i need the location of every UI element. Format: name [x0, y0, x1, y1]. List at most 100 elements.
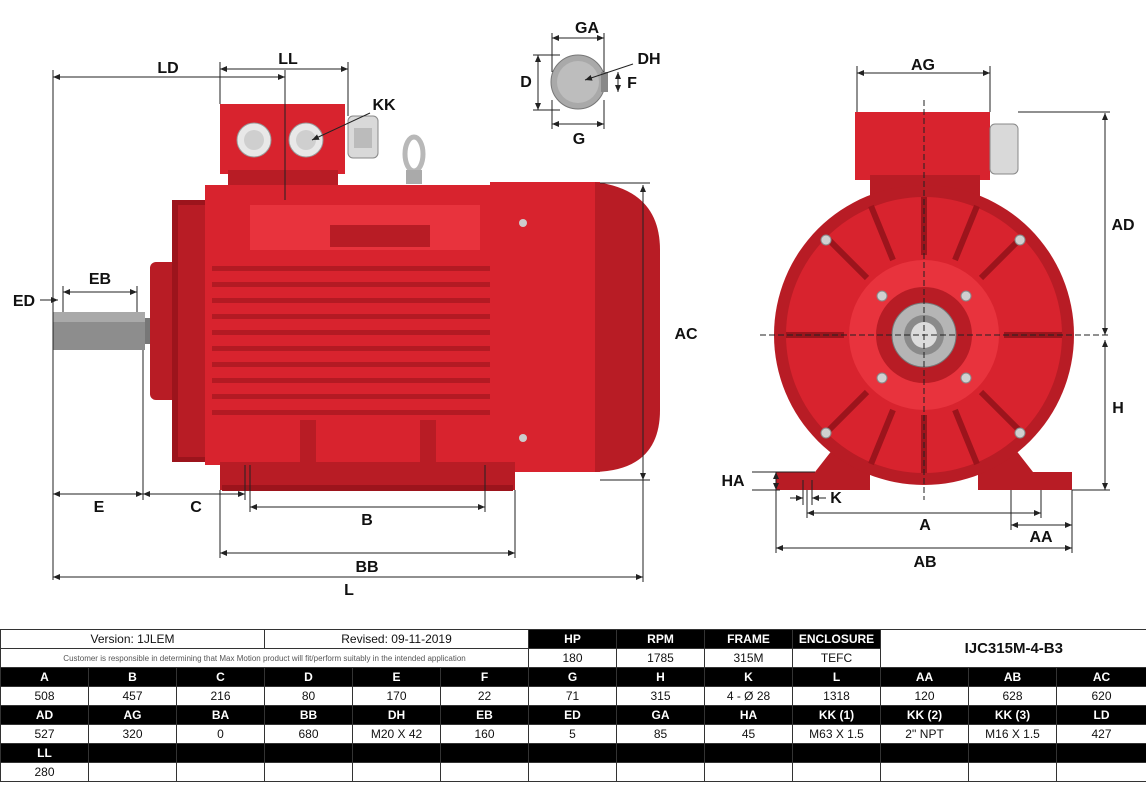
model-number: IJC315M-4-B3	[880, 629, 1146, 668]
label-b: B	[361, 512, 373, 529]
spec-value-cell: 427	[1056, 724, 1146, 744]
spec-value-cell	[528, 762, 618, 782]
spec-value-cell: 4 - Ø 28	[704, 686, 794, 706]
spec-value-cell: 85	[616, 724, 706, 744]
spec-header-cell: GA	[616, 705, 706, 725]
label-ag: AG	[911, 57, 935, 74]
spec-value-cell: 80	[264, 686, 354, 706]
spec-value-cell	[175, 762, 266, 782]
spec-header-cell: ED	[528, 705, 618, 725]
version-cell: Version: 1JLEM	[0, 629, 266, 649]
spec-header-cell	[528, 743, 618, 763]
label-bb: BB	[355, 559, 378, 576]
spec-header-cell: B	[88, 667, 177, 687]
spec-value-cell: 1318	[792, 686, 882, 706]
spec-header-cell: AA	[880, 667, 970, 687]
spec-value-cell: 170	[352, 686, 442, 706]
spec-header-cell: KK (3)	[968, 705, 1058, 725]
label-ab: AB	[913, 554, 936, 571]
label-a: A	[919, 517, 931, 534]
label-d: D	[520, 74, 532, 91]
spec-header-cell	[616, 743, 706, 763]
fan-cover	[490, 182, 600, 472]
spec-header-cell: BB	[264, 705, 354, 725]
spec-header-cell	[175, 743, 266, 763]
spec-header-cell: KK (2)	[880, 705, 970, 725]
rpm-header: RPM	[616, 629, 706, 649]
label-f: F	[627, 75, 637, 92]
enclosure-header: ENCLOSURE	[792, 629, 882, 649]
spec-header-cell: EB	[440, 705, 530, 725]
hp-header: HP	[528, 629, 618, 649]
spec-value-cell: 315	[616, 686, 706, 706]
label-h: H	[1112, 400, 1124, 417]
spec-header-cell	[264, 743, 354, 763]
spec-header-cell: K	[704, 667, 794, 687]
disclaimer-note: Customer is responsible in determining t…	[0, 648, 530, 668]
label-dh: DH	[637, 51, 660, 68]
label-c: C	[190, 499, 202, 516]
spec-table: Version: 1JLEM Revised: 09-11-2019 HP RP…	[0, 629, 1146, 782]
spec-header-cell: HA	[704, 705, 794, 725]
spec-header-cell: AD	[0, 705, 89, 725]
spec-value-cell	[880, 762, 970, 782]
spec-header-cell: H	[616, 667, 706, 687]
spec-value-cell	[88, 762, 177, 782]
label-ed: ED	[13, 293, 35, 310]
spec-header-cell	[352, 743, 442, 763]
spec-header-cell: F	[440, 667, 530, 687]
spec-header-cell	[968, 743, 1058, 763]
spec-header-cell: LL	[0, 743, 89, 763]
dimension-labels: LD LL KK ED EB AC E C B BB L GA DH D F G…	[13, 20, 1135, 599]
spec-value-cell: 280	[0, 762, 89, 782]
spec-value-cell: 628	[968, 686, 1058, 706]
label-ad: AD	[1111, 217, 1134, 234]
spec-value-cell	[1056, 762, 1146, 782]
spec-value-cell: 457	[88, 686, 177, 706]
frame-header: FRAME	[704, 629, 794, 649]
spec-header-cell: AB	[968, 667, 1058, 687]
spec-header-cell: E	[352, 667, 442, 687]
motor-dimension-drawing: LD LL KK ED EB AC E C B BB L GA DH D F G…	[13, 20, 1135, 599]
spec-value-cell: 22	[440, 686, 530, 706]
spec-value-cell: 5	[528, 724, 618, 744]
spec-value-cell	[264, 762, 354, 782]
revised-cell: Revised: 09-11-2019	[264, 629, 530, 649]
label-g: G	[573, 131, 585, 148]
label-ld: LD	[157, 60, 178, 77]
spec-value-cell: 160	[440, 724, 530, 744]
spec-value-cell: M16 X 1.5	[968, 724, 1058, 744]
spec-header-cell	[440, 743, 530, 763]
label-kk: KK	[372, 97, 396, 114]
spec-value-cell: M20 X 42	[352, 724, 442, 744]
label-ac: AC	[674, 326, 698, 343]
spec-value-cell	[352, 762, 442, 782]
spec-header-cell: A	[0, 667, 89, 687]
spec-header-cell: AG	[88, 705, 177, 725]
spec-value-cell: 508	[0, 686, 89, 706]
spec-header-cell	[792, 743, 882, 763]
spec-value-cell: 527	[0, 724, 89, 744]
spec-header-cell	[704, 743, 794, 763]
label-k: K	[830, 490, 842, 507]
rpm-value: 1785	[616, 648, 706, 668]
spec-header-cell: BA	[175, 705, 266, 725]
label-eb: EB	[89, 271, 111, 288]
frame-value: 315M	[704, 648, 794, 668]
spec-value-cell	[616, 762, 706, 782]
enclosure-value: TEFC	[792, 648, 882, 668]
end-view	[752, 66, 1110, 553]
spec-value-cell: 2'' NPT	[880, 724, 970, 744]
spec-value-cell: 620	[1056, 686, 1146, 706]
spec-header-cell: AC	[1056, 667, 1146, 687]
label-l: L	[344, 582, 354, 599]
spec-header-cell: LD	[1056, 705, 1146, 725]
spec-header-cell: KK (1)	[792, 705, 882, 725]
label-ga: GA	[575, 20, 599, 37]
spec-value-cell: 45	[704, 724, 794, 744]
header-row-3: LL	[0, 743, 1146, 763]
label-ll: LL	[278, 51, 298, 68]
